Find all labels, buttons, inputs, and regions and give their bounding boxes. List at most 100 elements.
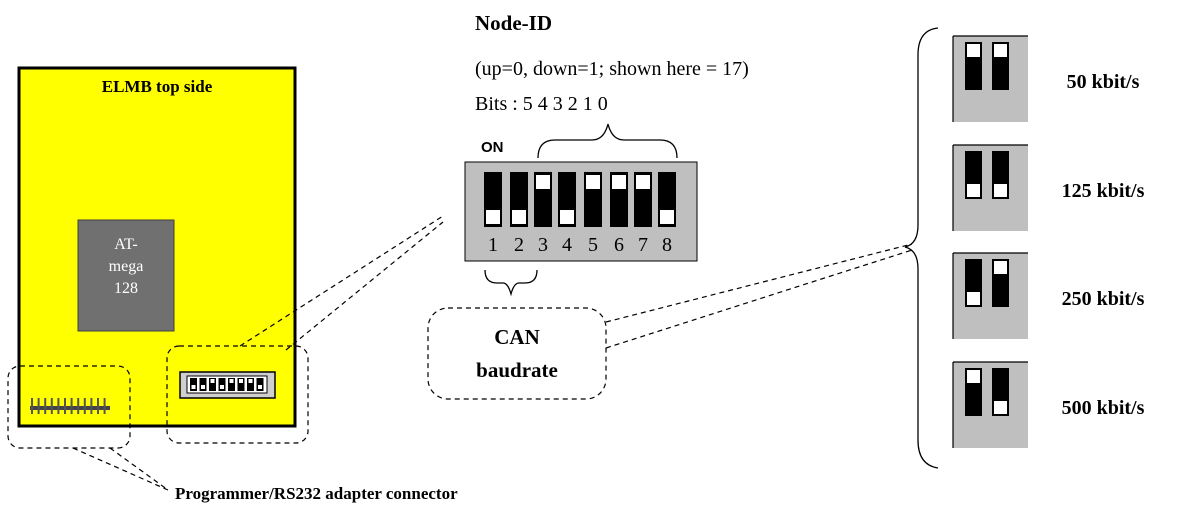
dip-switch-callout — [166, 345, 309, 444]
connector-pin — [103, 398, 106, 414]
board-dip-slot — [256, 378, 264, 391]
chip-label-line-1: AT- — [114, 236, 137, 253]
baudrate-label: 125 kbit/s — [1062, 180, 1145, 202]
dip-switch-number: 8 — [662, 234, 672, 256]
baudrate-option: 250 kbit/s — [952, 252, 1145, 339]
node-id-subtitle: (up=0, down=1; shown here = 17) — [475, 58, 749, 80]
baudrate-label: 50 kbit/s — [1067, 71, 1140, 93]
baudrate-options: 50 kbit/s 125 kbit/s 250 kbit/s 500 kbit/s — [952, 35, 1145, 448]
baudrate-switch-knob — [967, 370, 980, 383]
dip-switch-slots — [484, 172, 676, 227]
board-dip-switch-inner — [186, 375, 268, 394]
dip-switch-2 — [510, 172, 528, 227]
dip-switch-number: 5 — [588, 234, 598, 256]
connector-leader-2 — [109, 447, 169, 491]
microcontroller-chip: AT- mega 128 — [77, 219, 175, 332]
dip-switch-knob — [636, 175, 650, 189]
board-dip-slot — [190, 378, 197, 391]
dip-switch-on-label: ON — [481, 139, 504, 156]
connector-pin — [97, 398, 99, 414]
dip-switch-knob — [560, 210, 574, 224]
can-label-line-2: baudrate — [476, 358, 558, 382]
board-dip-slot — [209, 378, 216, 391]
can-label-line-1: CAN — [494, 325, 540, 349]
connector-leader-1 — [72, 447, 169, 491]
connector-callout — [7, 365, 131, 449]
connector-pin — [83, 398, 86, 414]
connector-pins — [31, 398, 106, 414]
baudrate-switch-body — [953, 362, 1028, 448]
connector-label: Programmer/RS232 adapter connector — [175, 484, 458, 503]
baudrate-label: 500 kbit/s — [1062, 397, 1145, 419]
dip-switch-6 — [610, 172, 628, 227]
baudrate-switch-body — [953, 36, 1028, 122]
connector-pin — [31, 398, 33, 414]
chip-body — [77, 219, 175, 332]
dip-switch-number: 4 — [562, 234, 572, 256]
baudrate-option: 500 kbit/s — [952, 361, 1145, 448]
dip-zoom-leader-1 — [239, 215, 444, 347]
dip-switch-number: 6 — [614, 234, 624, 256]
connector-bar — [30, 406, 110, 410]
board-dip-slot — [247, 378, 254, 391]
connector-pin — [37, 398, 40, 414]
board-dip-slot — [228, 378, 235, 391]
baudrate-switch-knob — [994, 184, 1007, 197]
dip-switch-knob — [612, 175, 626, 189]
connector-pin — [50, 398, 53, 414]
baudrate-switch-body — [953, 253, 1028, 339]
connector-pin — [90, 398, 93, 414]
board-dip-knob — [229, 379, 234, 383]
dip-switch-knob — [486, 210, 500, 224]
board-dip-knob — [258, 385, 262, 389]
can-brace — [484, 269, 538, 297]
dip-switch-number: 3 — [538, 234, 548, 256]
baudrate-switch-knob — [994, 44, 1007, 57]
board-dip-slot — [237, 378, 245, 391]
dip-switch-5 — [584, 172, 602, 227]
node-id-bits-label: Bits : 5 4 3 2 1 0 — [475, 93, 608, 115]
board-dip-knob — [191, 385, 196, 389]
board-dip-knob — [248, 379, 253, 383]
dip-switch-knob — [512, 210, 526, 224]
can-baudrate-callout — [427, 307, 607, 400]
dip-switch-knob — [536, 175, 550, 189]
baudrate-switch-knob — [967, 292, 980, 305]
connector-pin — [77, 398, 80, 414]
baudrate-label: 250 kbit/s — [1062, 288, 1145, 310]
dip-zoom-leader-2 — [285, 221, 444, 351]
board-dip-knob — [239, 379, 243, 383]
board-dip-knob — [220, 385, 224, 389]
baud-leader-2 — [605, 249, 913, 349]
baudrate-brace — [904, 27, 939, 469]
board-dip-slot — [218, 378, 226, 391]
board-dip-slot — [199, 378, 207, 391]
baud-leader-1 — [605, 243, 913, 323]
elmb-board: ELMB top side AT- mega 128 — [17, 66, 297, 428]
connector-pin — [70, 398, 73, 414]
programmer-connector — [30, 398, 110, 414]
dip-switch-number: 7 — [638, 234, 648, 256]
baudrate-switch-knob — [994, 261, 1007, 274]
connector-pin — [64, 398, 66, 414]
board-dip-knob — [201, 385, 205, 389]
connector-pin — [44, 398, 47, 414]
dip-switch-8 — [658, 172, 676, 227]
dip-switch-number: 1 — [488, 234, 498, 256]
baudrate-switch-knob — [994, 401, 1007, 414]
dip-switch-7 — [634, 172, 652, 227]
dip-switch-knob — [660, 210, 674, 224]
dip-switch-4 — [558, 172, 576, 227]
dip-switch-knob — [586, 175, 600, 189]
dip-switch-number: 2 — [514, 234, 524, 256]
dip-switch-3 — [534, 172, 552, 227]
baudrate-option: 125 kbit/s — [952, 144, 1145, 231]
board-dip-knob — [210, 379, 215, 383]
chip-label-line-2: mega — [109, 258, 144, 275]
board-dip-switch-cells — [190, 378, 264, 391]
baudrate-option: 50 kbit/s — [952, 35, 1140, 122]
connector-pin — [57, 398, 60, 414]
